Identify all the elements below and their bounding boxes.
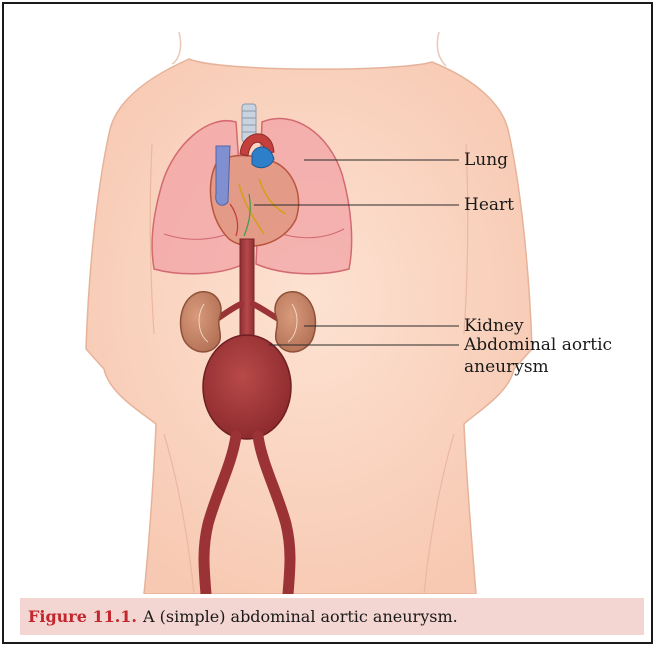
heart-label: Heart [464, 194, 514, 216]
lung-label: Lung [464, 149, 508, 171]
caption-text: A (simple) abdominal aortic aneurysm. [143, 607, 458, 626]
aneurysm [203, 335, 291, 439]
aneurysm-label-line2: aneurysm [464, 356, 549, 378]
aneurysm-label-line1: Abdominal aortic [464, 334, 612, 356]
figure-caption: Figure 11.1. A (simple) abdominal aortic… [20, 598, 644, 635]
right-kidney [275, 292, 315, 352]
left-kidney [181, 292, 221, 352]
descending-aorta [240, 239, 254, 344]
neck-outline [172, 32, 446, 66]
figure-number: Figure 11.1. [28, 607, 137, 626]
anatomy-illustration [4, 4, 655, 594]
